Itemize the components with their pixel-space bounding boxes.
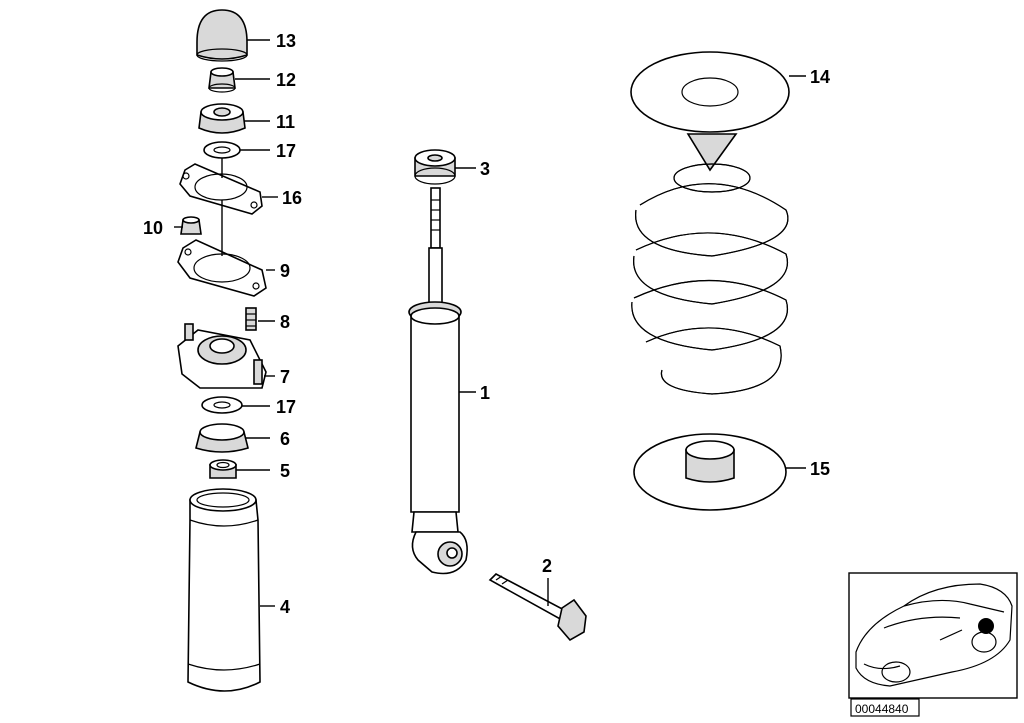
callout-17-top: 17 (276, 141, 296, 161)
callout-12: 12 (276, 70, 296, 90)
callout-17-bottom: 17 (276, 397, 296, 417)
callout-10: 10 (143, 218, 163, 238)
callout-16: 16 (282, 188, 302, 208)
reference-number-box: 00044840 (850, 698, 920, 717)
car-location-icon (855, 583, 1013, 687)
reference-number: 00044840 (855, 702, 909, 716)
callout-14: 14 (810, 67, 830, 87)
callout-8: 8 (280, 312, 290, 332)
coil-spring (631, 163, 789, 395)
part-17-washer-bottom (201, 396, 243, 414)
callout-1: 1 (480, 383, 490, 403)
part-10-nut (180, 216, 202, 235)
callout-labels: 13 12 11 17 16 10 9 8 7 17 6 5 4 3 1 2 1… (143, 31, 830, 617)
callout-2: 2 (542, 556, 552, 576)
part-1-shock-absorber (408, 187, 468, 575)
part-4-dust-boot (187, 488, 261, 692)
callout-11: 11 (276, 112, 295, 132)
part-7-upper-mount (177, 323, 267, 389)
callout-9: 9 (280, 261, 290, 281)
part-6-cup (195, 423, 249, 453)
part-12-nut (208, 67, 236, 93)
callout-4: 4 (280, 597, 290, 617)
part-11-bushing (198, 103, 246, 134)
part-17-washer-top (203, 141, 241, 159)
part-8-stud (245, 307, 257, 331)
part-13-cap (196, 9, 248, 62)
part-2-bolt (488, 573, 587, 642)
callout-3: 3 (480, 159, 490, 179)
part-5-ring (209, 459, 237, 479)
callout-15: 15 (810, 459, 830, 479)
part-3-top-bushing (414, 149, 456, 185)
part-16-gasket (179, 163, 263, 215)
inset-car-location (848, 572, 1018, 699)
callout-13: 13 (276, 31, 296, 51)
callout-6: 6 (280, 429, 290, 449)
part-15-lower-spring-seat (633, 433, 787, 511)
callout-7: 7 (280, 367, 290, 387)
part-14-upper-spring-seat (630, 51, 790, 172)
callout-5: 5 (280, 461, 290, 481)
leader-lines (174, 39, 806, 607)
